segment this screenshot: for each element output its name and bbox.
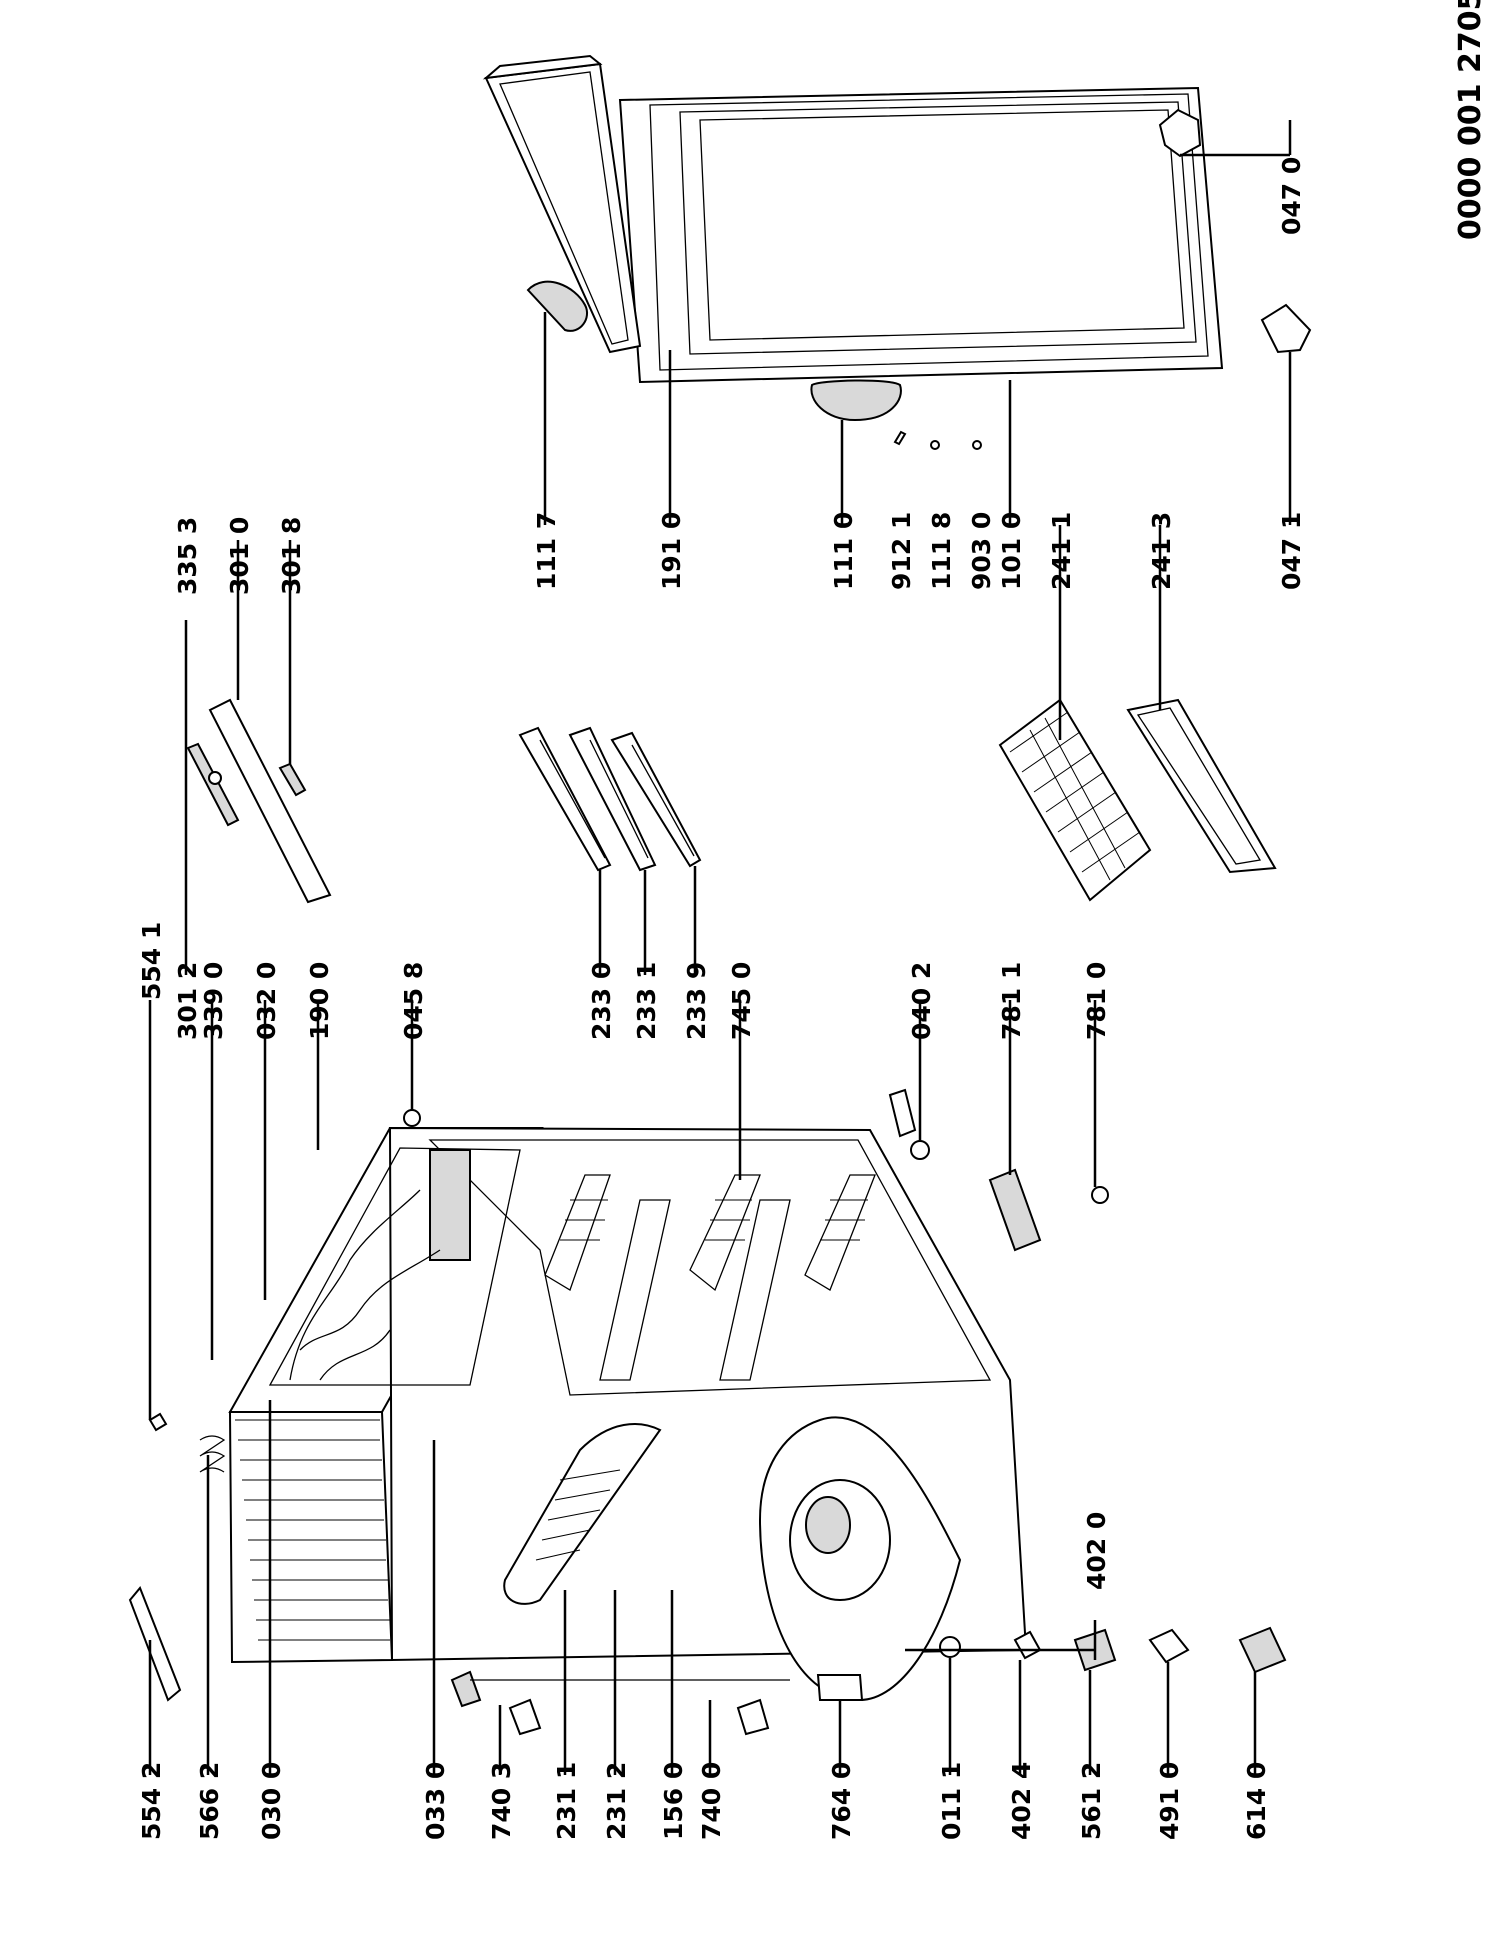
label-190-0: 190 0 [305,962,334,1040]
label-231-1: 231 1 [552,1762,581,1840]
hinge-cover [810,379,902,422]
label-233-9: 233 9 [682,962,711,1040]
label-781-1: 781 1 [997,962,1026,1040]
label-740-0: 740 0 [697,1762,726,1840]
label-339-0: 339 0 [199,962,228,1040]
label-241-3: 241 3 [1147,512,1176,590]
label-047-1: 047 1 [1277,512,1306,590]
label-335-3: 335 3 [173,517,202,595]
label-301-0: 301 0 [225,517,254,595]
door-seal [482,54,642,354]
label-033-0: 033 0 [421,1762,450,1840]
label-764-0: 764 0 [827,1762,856,1840]
label-301-2: 301 2 [173,962,202,1040]
label-903-0: 903 0 [967,512,996,590]
part-labels: 554 2 566 2 030 0 033 0 740 3 231 1 231 … [137,157,1306,1840]
handle-cap [526,280,588,332]
top-hinge [1158,108,1202,158]
shelf-rails [518,726,702,872]
label-156-0: 156 0 [659,1762,688,1840]
label-614-0: 614 0 [1242,1762,1271,1840]
label-745-0: 745 0 [727,962,756,1040]
label-233-1: 233 1 [632,962,661,1040]
label-301-8: 301 8 [277,517,306,595]
document-number: 0000 001 27054 [1453,0,1488,240]
label-040-2: 040 2 [907,962,936,1040]
door [618,86,1224,384]
label-101-0: 101 0 [997,512,1026,590]
label-233-0: 233 0 [587,962,616,1040]
label-402-0: 402 0 [1082,1512,1111,1590]
label-030-0: 030 0 [257,1762,286,1840]
small-parts-left [128,1088,1287,1736]
label-032-0: 032 0 [252,962,281,1040]
bottom-hinge [1260,303,1312,354]
label-011-1: 011 1 [937,1762,966,1840]
label-231-2: 231 2 [602,1762,631,1840]
top-trim-strip [186,698,332,904]
label-554-2: 554 2 [137,1762,166,1840]
leader-lines [148,120,1292,1775]
label-561-2: 561 2 [1077,1762,1106,1840]
label-111-8: 111 8 [927,512,956,590]
drain-tray [503,1423,662,1605]
label-045-8: 045 8 [399,962,428,1040]
label-554-1: 554 1 [137,922,166,1000]
drawer-front [1126,698,1277,874]
door-screws [893,430,982,450]
label-402-4: 402 4 [1007,1762,1036,1840]
label-912-1: 912 1 [887,512,916,590]
label-241-1: 241 1 [1047,512,1076,590]
label-047-0: 047 0 [1277,157,1306,235]
label-111-7: 111 7 [532,512,561,590]
label-566-2: 566 2 [195,1762,224,1840]
basket [998,698,1152,902]
label-781-0: 781 0 [1082,962,1111,1040]
label-111-0: 111 0 [829,512,858,590]
compressor [758,1416,962,1702]
label-191-0: 191 0 [657,512,686,590]
label-740-3: 740 3 [487,1762,516,1840]
label-491-0: 491 0 [1155,1762,1184,1840]
